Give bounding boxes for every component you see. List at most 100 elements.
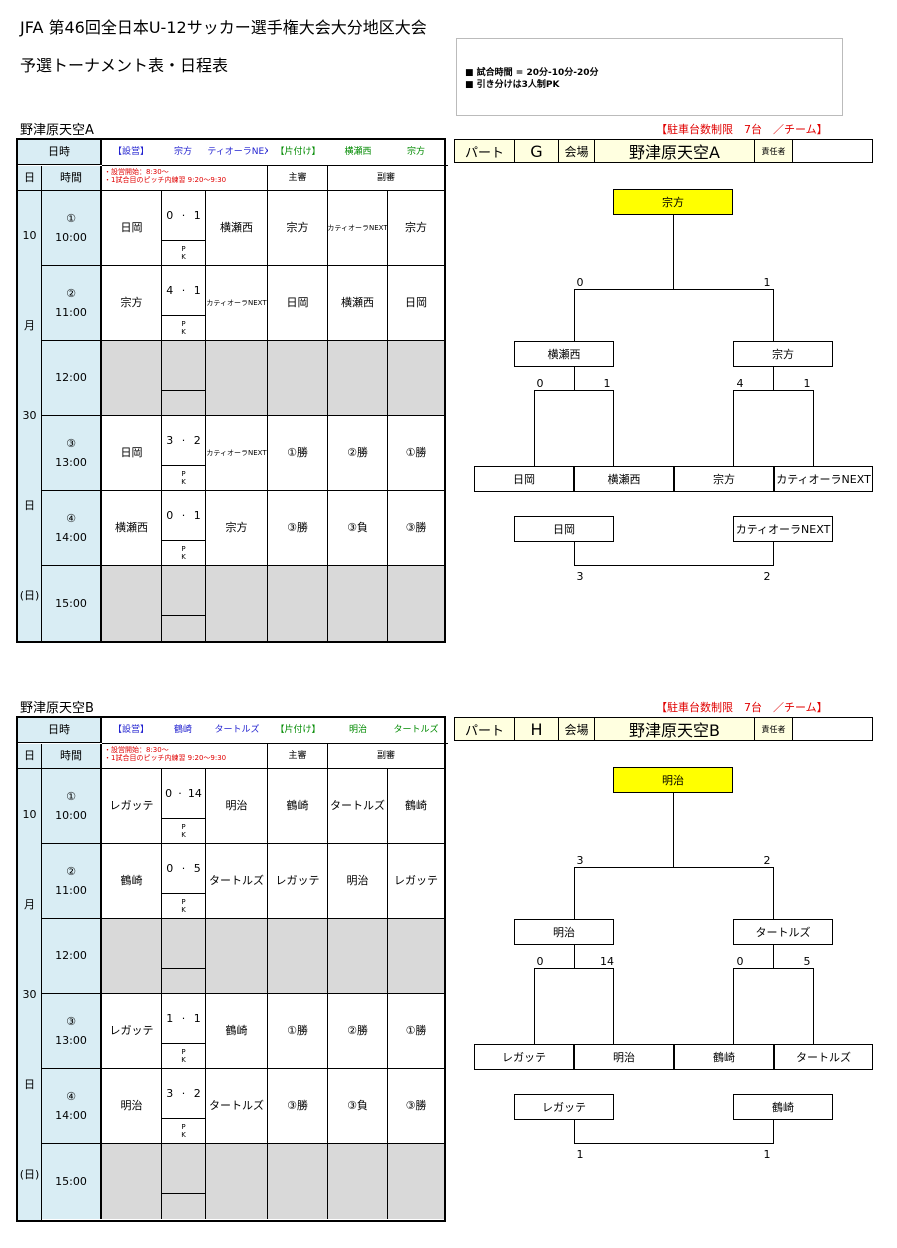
team-home: 横瀬西 xyxy=(102,491,162,566)
third-score-left: 3 xyxy=(576,570,584,583)
referee-sub-1: ③負 xyxy=(328,1069,388,1144)
team-home: レガッテ xyxy=(102,769,162,844)
score-cell: 3·2 xyxy=(162,416,206,466)
team-box: カティオーラNEXT xyxy=(774,466,873,492)
date-month: 月 xyxy=(24,319,35,333)
score-away: 1 xyxy=(193,283,201,297)
semi-left-score-1: 0 xyxy=(536,955,544,968)
score-home: 0 xyxy=(166,508,174,522)
team-home: 宗方 xyxy=(102,266,162,341)
referee-sub-1 xyxy=(328,1144,388,1219)
referee-main xyxy=(268,566,328,641)
bracket-line xyxy=(813,968,814,1045)
match-time: 10:00 xyxy=(55,809,87,822)
match-time: 13:00 xyxy=(55,1034,87,1047)
referee-sub-1: ③負 xyxy=(328,491,388,566)
bracket-line xyxy=(574,867,774,868)
score-cell xyxy=(162,919,206,969)
bracket-line xyxy=(733,968,734,1045)
team-box: 横瀬西 xyxy=(574,466,674,492)
bracket-line xyxy=(574,289,575,341)
team-home xyxy=(102,341,162,416)
time-header: 時間 xyxy=(42,166,102,191)
time-cell: 12:00 xyxy=(42,341,102,416)
semi-left-box: 明治 xyxy=(514,919,614,945)
venue-header-label: 会場 xyxy=(559,140,595,162)
schedule-table-a: 日時 【設営】 宗方 カティオーラNEXT 【片付け】 横瀬西 宗方 日 時間 … xyxy=(16,138,448,643)
match-number: ③ xyxy=(66,436,76,450)
part-label: パート xyxy=(455,718,515,740)
team-box: 宗方 xyxy=(674,466,774,492)
score-home: 0 xyxy=(166,208,174,222)
page-title: JFA 第46回全日本U-12サッカー選手権大会大分地区大会 xyxy=(20,18,427,37)
match-number: ④ xyxy=(66,511,76,525)
referee-main: 宗方 xyxy=(268,191,328,266)
bracket-line xyxy=(733,968,813,969)
match-number: ① xyxy=(66,789,76,803)
date-month-num: 10 xyxy=(22,229,37,243)
score-home: 1 xyxy=(166,1011,174,1025)
match-time: 12:00 xyxy=(55,949,87,963)
date-month: 月 xyxy=(24,897,35,911)
referee-main-header: 主審 xyxy=(268,744,328,769)
parking-note-b: 【駐車台数制限 7台 ／チーム】 xyxy=(656,701,828,714)
score-home: 3 xyxy=(166,433,174,447)
team-away: 鶴崎 xyxy=(206,994,268,1069)
match-number: ③ xyxy=(66,1014,76,1028)
match-number: ① xyxy=(66,211,76,225)
bracket-line xyxy=(773,289,774,341)
match-time: 13:00 xyxy=(55,456,87,469)
referee-sub-2: ①勝 xyxy=(388,416,444,491)
manager-label: 責任者 xyxy=(755,718,793,740)
bracket-line xyxy=(773,945,774,969)
page-subtitle: 予選トーナメント表・日程表 xyxy=(20,56,229,75)
time-cell: ① 10:00 xyxy=(42,191,102,266)
datetime-header: 日時 xyxy=(18,718,102,743)
bracket-line xyxy=(773,542,774,566)
draw-rule-note: ■ 引き分けは3人制PK xyxy=(465,80,560,90)
bracket-line xyxy=(773,367,774,391)
manager-field[interactable] xyxy=(793,140,872,162)
referee-sub-1: ②勝 xyxy=(328,416,388,491)
team-home: 鶴崎 xyxy=(102,844,162,919)
bracket-line xyxy=(574,565,774,566)
date-day: 日 xyxy=(24,499,35,513)
score-away: 5 xyxy=(193,861,201,875)
setup-note-1: ・設営開始：8:30～ xyxy=(104,746,169,754)
match-time: 12:00 xyxy=(55,371,87,385)
referee-sub-2: ①勝 xyxy=(388,994,444,1069)
referee-sub-header: 副審 xyxy=(328,744,444,769)
date-column: 10 月 30 日 (日) xyxy=(18,191,42,641)
team-home xyxy=(102,566,162,641)
semi-left-score-2: 14 xyxy=(600,955,614,968)
score-separator: · xyxy=(181,1086,186,1100)
bracket-line xyxy=(673,215,674,290)
day-header: 日 xyxy=(18,744,42,769)
part-bar-a: パート G 会場 野津原天空A 責任者 xyxy=(454,139,873,163)
referee-sub-2: 宗方 xyxy=(388,191,444,266)
semi-right-score-2: 5 xyxy=(803,955,811,968)
score-cell: 0·1 xyxy=(162,191,206,241)
score-separator: · xyxy=(181,208,186,222)
team-away: タートルズ xyxy=(206,844,268,919)
score-separator: · xyxy=(181,508,186,522)
final-score-left: 0 xyxy=(576,276,584,289)
score-cell: 3·2 xyxy=(162,1069,206,1119)
score-separator: · xyxy=(178,786,182,800)
match-number: ④ xyxy=(66,1089,76,1103)
team-home xyxy=(102,1144,162,1219)
bracket-line xyxy=(574,867,575,919)
score-home: 0 xyxy=(165,786,173,800)
referee-main xyxy=(268,1144,328,1219)
time-cell: ① 10:00 xyxy=(42,769,102,844)
match-time: 10:00 xyxy=(55,231,87,244)
cleanup-label: 【片付け】 xyxy=(275,725,321,736)
manager-field[interactable] xyxy=(793,718,872,740)
match-time: 11:00 xyxy=(55,306,87,319)
referee-sub-2: 日岡 xyxy=(388,266,444,341)
referee-sub-header: 副審 xyxy=(328,166,444,191)
manager-label: 責任者 xyxy=(755,140,793,162)
